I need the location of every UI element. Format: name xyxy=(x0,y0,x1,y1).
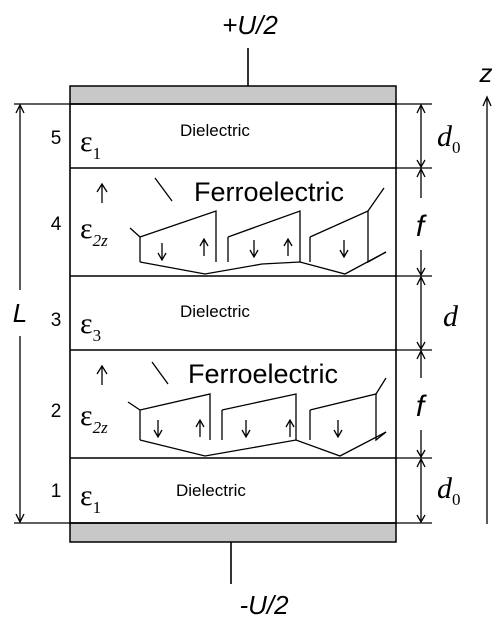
material-label-5: Dielectric xyxy=(180,121,250,140)
epsilon-layer-3: ε3 xyxy=(80,307,101,345)
down-arrow-icon xyxy=(333,420,343,439)
bottom-voltage-label: -U/2 xyxy=(239,590,289,620)
epsilon-layer-5: ε1 xyxy=(80,125,101,163)
layer-number-1: 1 xyxy=(51,481,62,502)
thickness-dimensions xyxy=(396,103,432,524)
top-electrode xyxy=(69,85,397,105)
epsilon-layer-2: ε2z xyxy=(80,399,108,437)
thickness-layer-4: f xyxy=(416,210,427,243)
down-arrow-icon xyxy=(249,240,259,259)
down-arrow-icon xyxy=(153,420,163,439)
up-arrow-icon xyxy=(195,418,205,437)
domain-structure-layer-4 xyxy=(96,177,387,275)
down-arrow-icon xyxy=(339,240,349,259)
z-axis-arrow xyxy=(482,95,492,524)
up-arrow-icon xyxy=(96,364,108,385)
length-dimension xyxy=(14,103,70,524)
thickness-layer-2: f xyxy=(416,390,427,423)
up-arrow-icon xyxy=(285,418,295,437)
top-voltage-label: +U/2 xyxy=(222,10,278,40)
down-arrow-icon xyxy=(241,420,251,439)
layer-stack-outline xyxy=(69,103,397,524)
epsilon-layer-4: ε2z xyxy=(80,212,108,250)
material-label-3: Dielectric xyxy=(180,302,250,321)
epsilon-layer-1: ε1 xyxy=(80,479,101,517)
z-axis-label: z xyxy=(479,58,493,88)
up-arrow-icon xyxy=(96,182,108,203)
bottom-electrode xyxy=(69,522,397,543)
domain-structure-layer-2 xyxy=(96,361,387,457)
thickness-layer-5: d0 xyxy=(437,120,461,157)
thickness-layer-1: d0 xyxy=(437,472,461,509)
thickness-layer-3: d xyxy=(443,300,459,333)
length-label: L xyxy=(13,298,27,328)
layer-number-2: 2 xyxy=(51,401,62,422)
material-label-2: Ferroelectric xyxy=(188,359,338,389)
material-label-4: Ferroelectric xyxy=(194,177,344,207)
layer-number-4: 4 xyxy=(51,214,62,235)
up-arrow-icon xyxy=(199,237,209,256)
down-arrow-icon xyxy=(157,243,167,262)
layer-number-3: 3 xyxy=(51,310,62,331)
material-label-1: Dielectric xyxy=(176,481,246,500)
up-arrow-icon xyxy=(283,237,293,256)
layer-number-5: 5 xyxy=(51,128,62,149)
